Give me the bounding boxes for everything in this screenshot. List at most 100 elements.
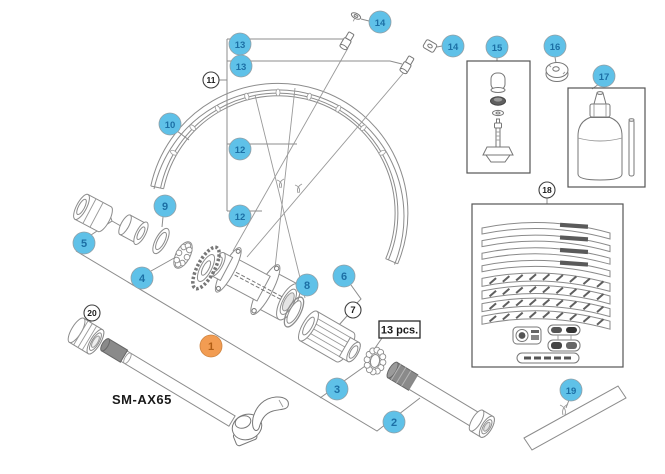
callout-number: 4: [139, 273, 146, 285]
nipple-washer: [422, 39, 438, 53]
injector-tube: [628, 118, 635, 177]
decal-hatch-mark: [542, 273, 551, 281]
bracket-line-item1: [75, 250, 421, 432]
callout-number: 1: [208, 341, 214, 353]
callout-number: 9: [162, 201, 168, 213]
decal-hatch-mark: [596, 293, 605, 301]
decal-hatch-mark: [596, 305, 605, 313]
decal-hatch-mark: [542, 286, 551, 294]
rim-nipple-holes: [170, 88, 386, 156]
callout-13[interactable]: 13: [228, 32, 252, 56]
rear-axle: [386, 361, 495, 438]
callout-11: 11: [202, 71, 220, 89]
decal-hatch-mark: [596, 318, 605, 326]
star-washer: [363, 346, 387, 376]
callout-6[interactable]: 6: [332, 264, 356, 288]
callout-number: 20: [87, 308, 97, 318]
callout-14[interactable]: 14: [441, 34, 465, 58]
callout-number: 7: [350, 305, 355, 316]
decal-hatch-mark: [596, 280, 605, 288]
callout-12[interactable]: 12: [228, 204, 252, 228]
ball-bearing-retainer: [173, 241, 193, 269]
valve-rim-nut: [545, 62, 569, 82]
decal-hatch-mark: [582, 290, 591, 298]
tubeless-valve: [482, 118, 514, 163]
spoke-nipple: [339, 31, 355, 51]
callout-4[interactable]: 4: [130, 266, 154, 290]
callout-19[interactable]: 19: [559, 378, 583, 402]
nipple-washer: [350, 12, 362, 22]
decal-hatch-mark: [542, 311, 551, 319]
rotor-spline-ring: [191, 245, 221, 291]
decal-brand-mark: [559, 260, 589, 267]
callout-number: 8: [304, 280, 310, 292]
callout-2[interactable]: 2: [382, 410, 406, 434]
valve-washer: [492, 109, 504, 117]
callout-20: 20: [83, 304, 101, 322]
decal-hatch-mark: [582, 302, 591, 311]
decal-hatch-mark: [528, 273, 537, 281]
callout-number: 19: [566, 386, 577, 397]
decal-hatch-mark: [555, 299, 564, 307]
callout-number: 13: [235, 40, 246, 51]
callout-8[interactable]: 8: [295, 273, 319, 297]
rim-tape-strip: [523, 385, 627, 451]
spoke-break-mark: [294, 183, 303, 194]
seal-ring: [152, 227, 170, 255]
spoke: [254, 94, 306, 299]
pawl-count-callout: 13 pcs.: [378, 320, 421, 339]
axle-end-nut: [67, 317, 105, 355]
callout-9[interactable]: 9: [153, 194, 177, 218]
rim-decal-strips: [481, 222, 611, 330]
callout-17[interactable]: 17: [592, 64, 616, 88]
spoke-break-mark: [276, 178, 285, 189]
decal-hatch-mark: [528, 311, 537, 319]
spoke: [271, 87, 296, 296]
decal-hatch-mark: [528, 286, 537, 294]
decal-hatch-mark: [569, 313, 578, 321]
wheel-rim: [150, 82, 409, 265]
decal-hatch-mark: [502, 287, 510, 296]
callout-number: 16: [550, 42, 561, 53]
callout-number: 2: [391, 417, 397, 429]
decal-hatch-mark: [488, 289, 497, 298]
callout-3[interactable]: 3: [325, 377, 349, 401]
callout-1[interactable]: 1: [199, 334, 223, 358]
callout-5[interactable]: 5: [72, 231, 96, 255]
decal-brand-mark: [559, 222, 589, 229]
rim-decal-box: [471, 203, 624, 368]
callout-12[interactable]: 12: [228, 137, 252, 161]
decal-hatch-mark: [502, 300, 510, 308]
decal-hatch-mark: [555, 286, 564, 294]
callout-number: 15: [492, 43, 503, 54]
callout-10[interactable]: 10: [158, 112, 182, 136]
rim-decal-strip: [481, 285, 611, 305]
decal-hatch-mark: [555, 274, 564, 282]
freehub-body: [298, 310, 361, 363]
rim-decal-strip: [481, 310, 611, 330]
rim-decal-strip: [481, 297, 611, 318]
callout-15[interactable]: 15: [485, 35, 509, 59]
callout-14[interactable]: 14: [368, 10, 392, 34]
callout-number: 14: [448, 42, 459, 53]
pawl-count-label: 13 pcs.: [381, 325, 418, 337]
spoke-nipple: [399, 55, 415, 75]
lock-nut: [73, 193, 113, 233]
decal-stickers: [512, 324, 581, 364]
rim-decal-strip: [481, 272, 611, 293]
callout-number: 18: [542, 185, 552, 195]
decal-hatch-mark: [555, 312, 564, 320]
spokes: [232, 47, 407, 299]
decal-hatch-mark: [502, 313, 510, 321]
callout-13[interactable]: 13: [229, 54, 253, 78]
decal-hatch-mark: [582, 315, 591, 323]
sealant-bottle: [577, 91, 623, 181]
decal-brand-mark: [559, 235, 589, 242]
callout-16[interactable]: 16: [543, 34, 567, 58]
decal-brand-mark: [559, 247, 589, 255]
o-ring-seal: [283, 296, 305, 328]
spoke: [246, 69, 407, 258]
